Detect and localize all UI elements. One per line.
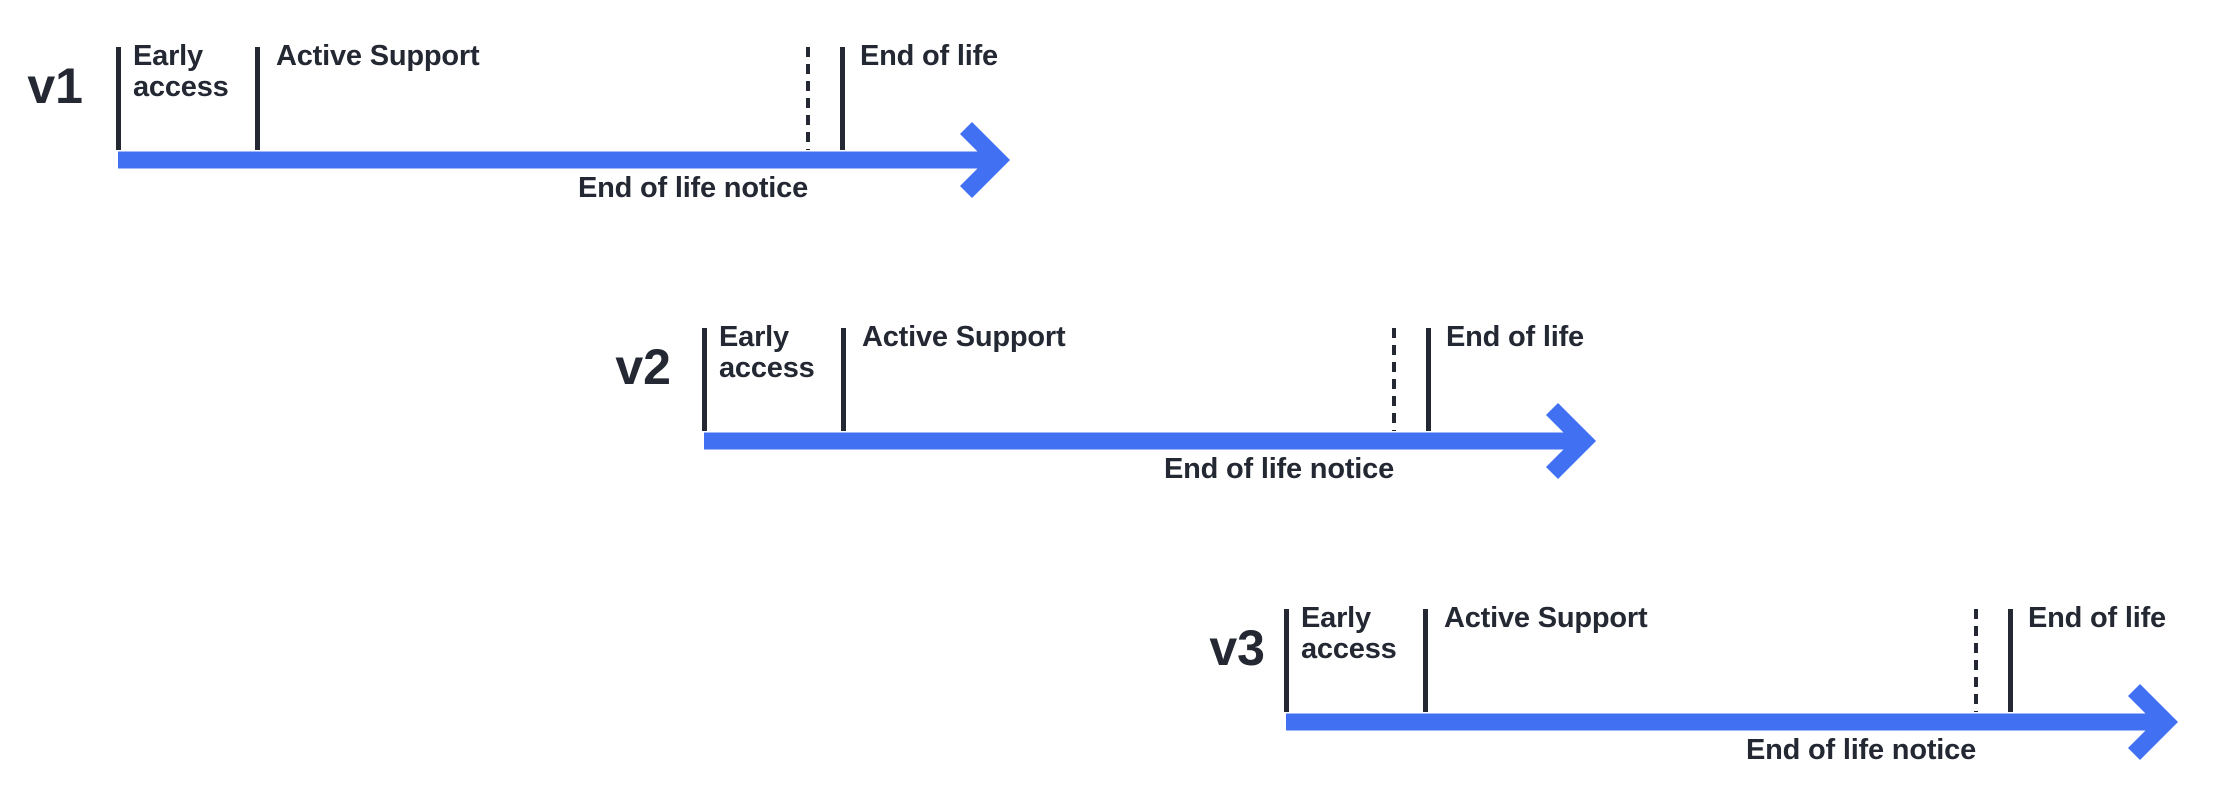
early-access-label: Early access xyxy=(133,40,229,103)
end-of-life-notice-label: End of life notice xyxy=(577,172,808,204)
end-of-life-label: End of life xyxy=(2028,602,2166,634)
timeline-arrow xyxy=(1286,683,2179,761)
end-of-life-label: End of life xyxy=(860,40,998,72)
version-label: v3 xyxy=(1209,620,1265,676)
arrow-head-icon xyxy=(959,121,1011,199)
arrow-shaft xyxy=(1286,713,2163,731)
early-access-label: Early access xyxy=(1301,602,1397,665)
eol-notice-dashed-tick xyxy=(1392,328,1396,431)
eol-notice-dashed-tick xyxy=(806,47,810,150)
active-support-tick xyxy=(841,328,846,431)
timeline-arrow xyxy=(118,121,1011,199)
active-support-label: Active Support xyxy=(276,40,480,72)
active-support-tick xyxy=(255,47,260,150)
end-of-life-notice-label: End of life notice xyxy=(1163,453,1394,485)
end-of-life-notice-label: End of life notice xyxy=(1745,734,1976,766)
timeline-v2: v2 Early access Active Support End of li… xyxy=(615,322,1644,563)
end-of-life-tick xyxy=(840,47,845,150)
early-access-tick xyxy=(1284,609,1289,712)
active-support-label: Active Support xyxy=(1444,602,1648,634)
version-label: v1 xyxy=(27,58,83,114)
arrow-shaft xyxy=(704,432,1581,450)
active-support-tick xyxy=(1423,609,1428,712)
timeline-arrow xyxy=(704,402,1597,480)
version-label: v2 xyxy=(615,339,671,395)
end-of-life-tick xyxy=(2008,609,2013,712)
end-of-life-tick xyxy=(1426,328,1431,431)
end-of-life-label: End of life xyxy=(1446,321,1584,353)
arrow-head-icon xyxy=(1545,402,1597,480)
arrow-head-icon xyxy=(2127,683,2179,761)
early-access-tick xyxy=(702,328,707,431)
active-support-label: Active Support xyxy=(862,321,1066,353)
eol-notice-dashed-tick xyxy=(1974,609,1978,712)
early-access-tick xyxy=(116,47,121,150)
early-access-label: Early access xyxy=(719,321,815,384)
arrow-shaft xyxy=(118,151,995,169)
timeline-v1: v1 Early access Active Support End of li… xyxy=(27,41,1058,282)
timeline-v3: v3 Early access Active Support End of li… xyxy=(1209,603,2226,812)
